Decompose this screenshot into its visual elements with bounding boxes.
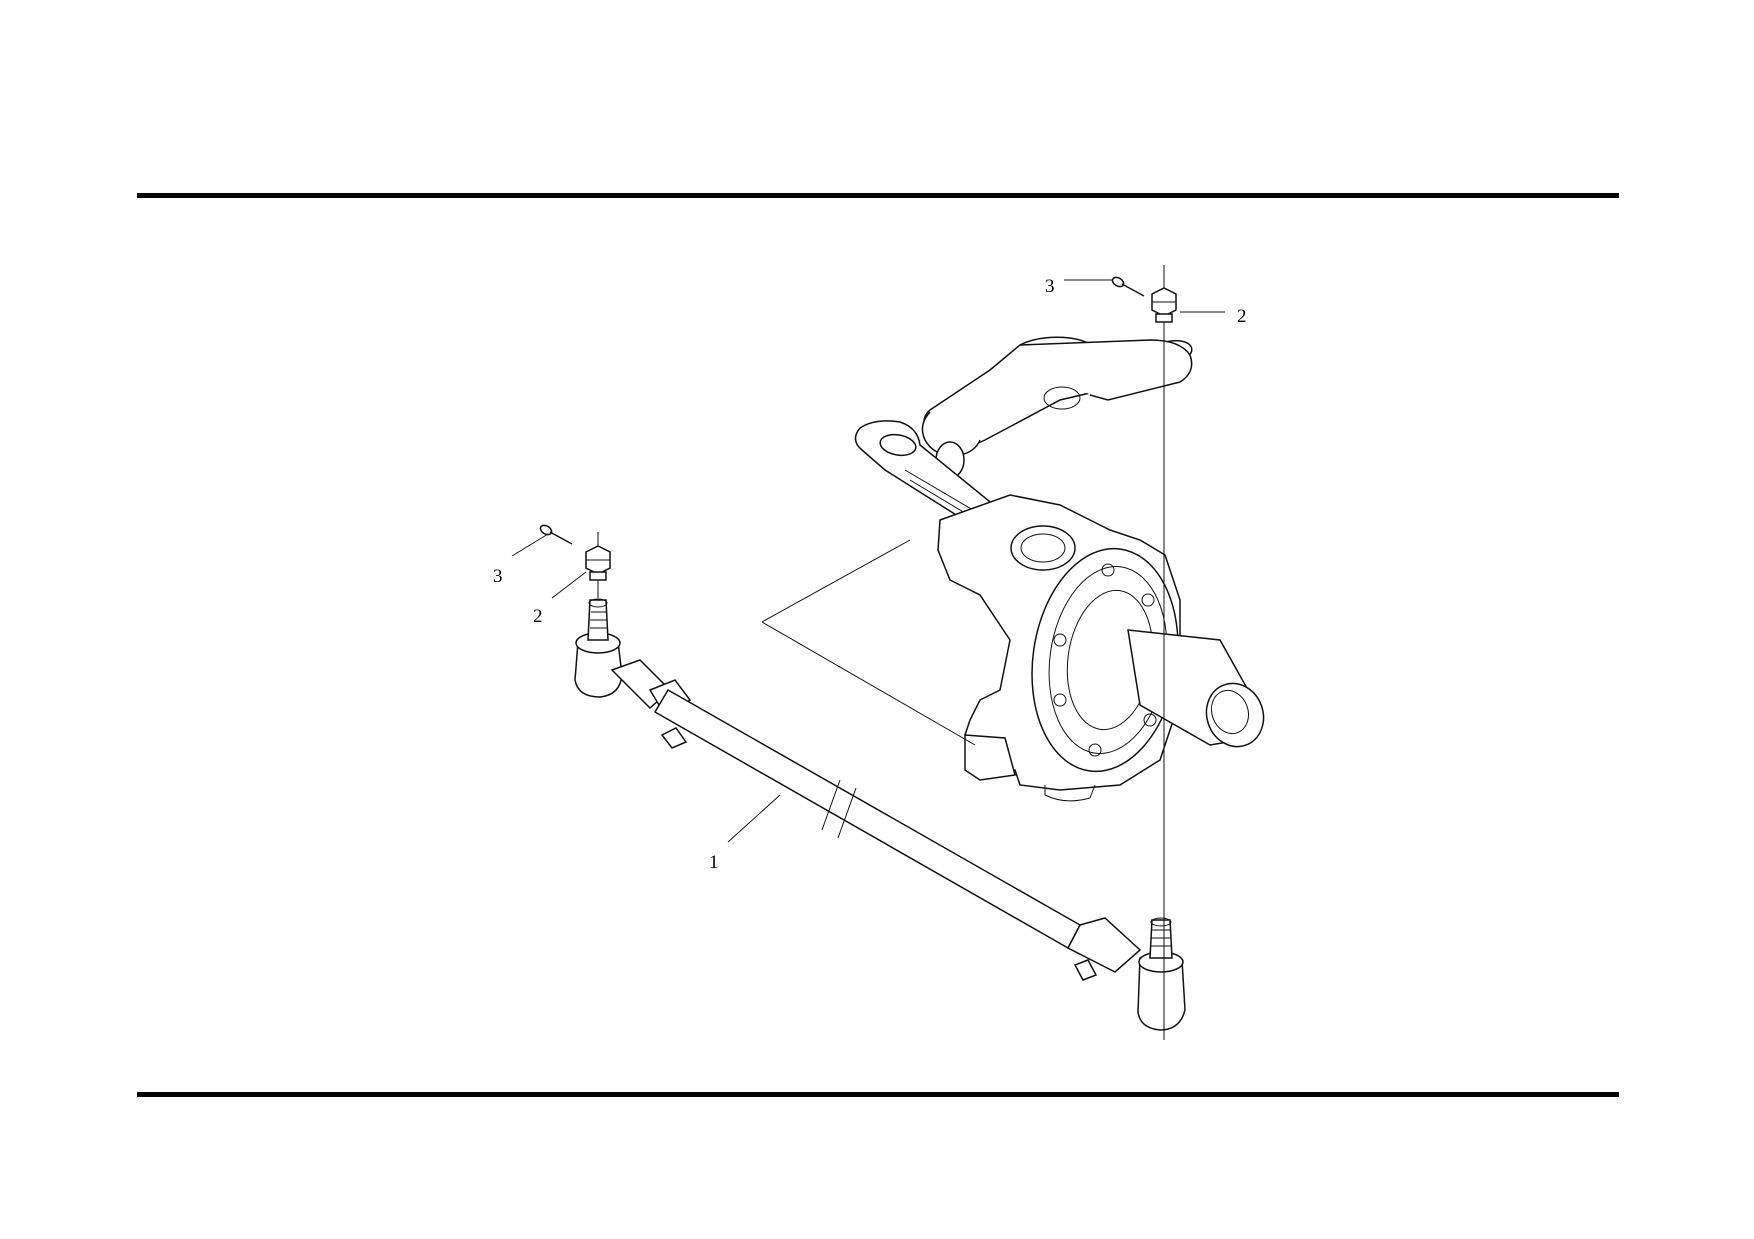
castle-nut-left (585, 545, 611, 581)
split-pin-left (539, 524, 573, 545)
leader-3-left (511, 533, 549, 557)
leader-1 (727, 794, 781, 843)
footer-rule (137, 1092, 1619, 1097)
split-pin-right (1111, 276, 1145, 297)
leader-knuckle-upper (761, 539, 911, 623)
header-rule (137, 193, 1619, 198)
tie-rod (574, 598, 1186, 1031)
callout-3-left: 3 (493, 566, 503, 587)
castle-nut-right (1151, 287, 1177, 323)
callout-2-left: 2 (533, 606, 543, 627)
callout-1: 1 (709, 852, 719, 873)
leader-2-left (551, 571, 587, 599)
callout-2-right: 2 (1237, 306, 1247, 327)
steering-knuckle (854, 336, 1265, 802)
callout-3-right: 3 (1045, 276, 1055, 297)
leader-knuckle-lower (761, 621, 976, 746)
